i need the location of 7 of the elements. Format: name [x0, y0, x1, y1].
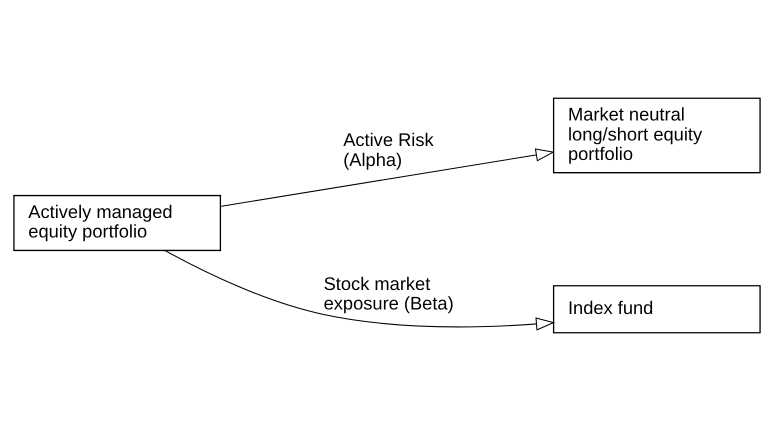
edge-label: Active Risk (Alpha)	[343, 128, 434, 170]
node-box: Index fund	[552, 284, 761, 333]
arrow	[220, 148, 555, 206]
edge-label: Stock market exposure (Beta)	[324, 272, 454, 314]
node-box: Market neutral long/short equity portfolio	[552, 97, 761, 173]
arrow	[164, 250, 555, 330]
node-box: Actively managed equity portfolio	[13, 194, 222, 251]
